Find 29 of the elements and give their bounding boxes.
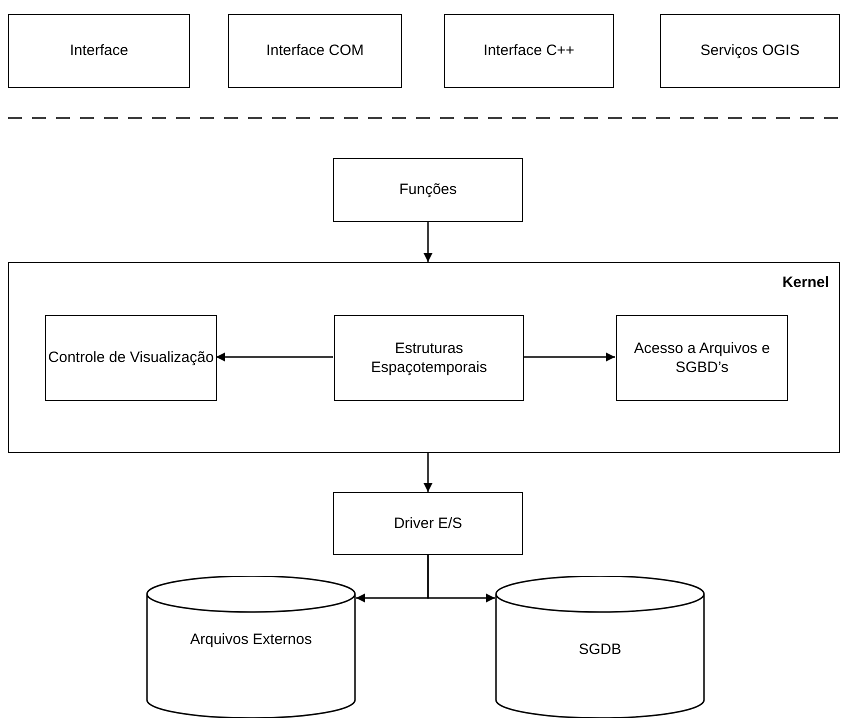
box-label: Interface <box>70 41 128 61</box>
container-title: Kernel <box>782 273 829 292</box>
process-box <box>228 14 402 88</box>
kernel-container <box>8 262 840 453</box>
box-label: Acesso a Arquivos e SGBD’s <box>633 338 771 378</box>
process-box <box>45 315 217 401</box>
box-label: Arquivos Externos <box>189 630 313 650</box>
arrow <box>424 222 432 262</box>
database-cylinder <box>495 576 705 718</box>
box-label: Serviços OGIS <box>700 41 800 61</box>
box-label: Interface COM <box>266 41 364 61</box>
process-box <box>444 14 614 88</box>
process-box <box>334 315 524 401</box>
box-label: SGDB <box>578 640 622 660</box>
arrow <box>216 352 333 362</box>
process-box <box>660 14 840 88</box>
process-box <box>333 158 523 222</box>
process-box <box>616 315 788 401</box>
box-label: Driver E/S <box>394 514 462 534</box>
process-box <box>333 492 523 555</box>
arrow <box>427 555 495 602</box>
database-cylinder <box>146 576 356 718</box>
process-box <box>8 14 190 88</box>
box-label: Funções <box>399 180 457 200</box>
box-label: Estruturas Espaçotemporais <box>370 338 488 378</box>
arrow <box>424 453 432 492</box>
arrow <box>523 352 615 362</box>
box-label: Controle de Visualização <box>48 348 214 368</box>
box-label: Interface C++ <box>484 41 574 61</box>
